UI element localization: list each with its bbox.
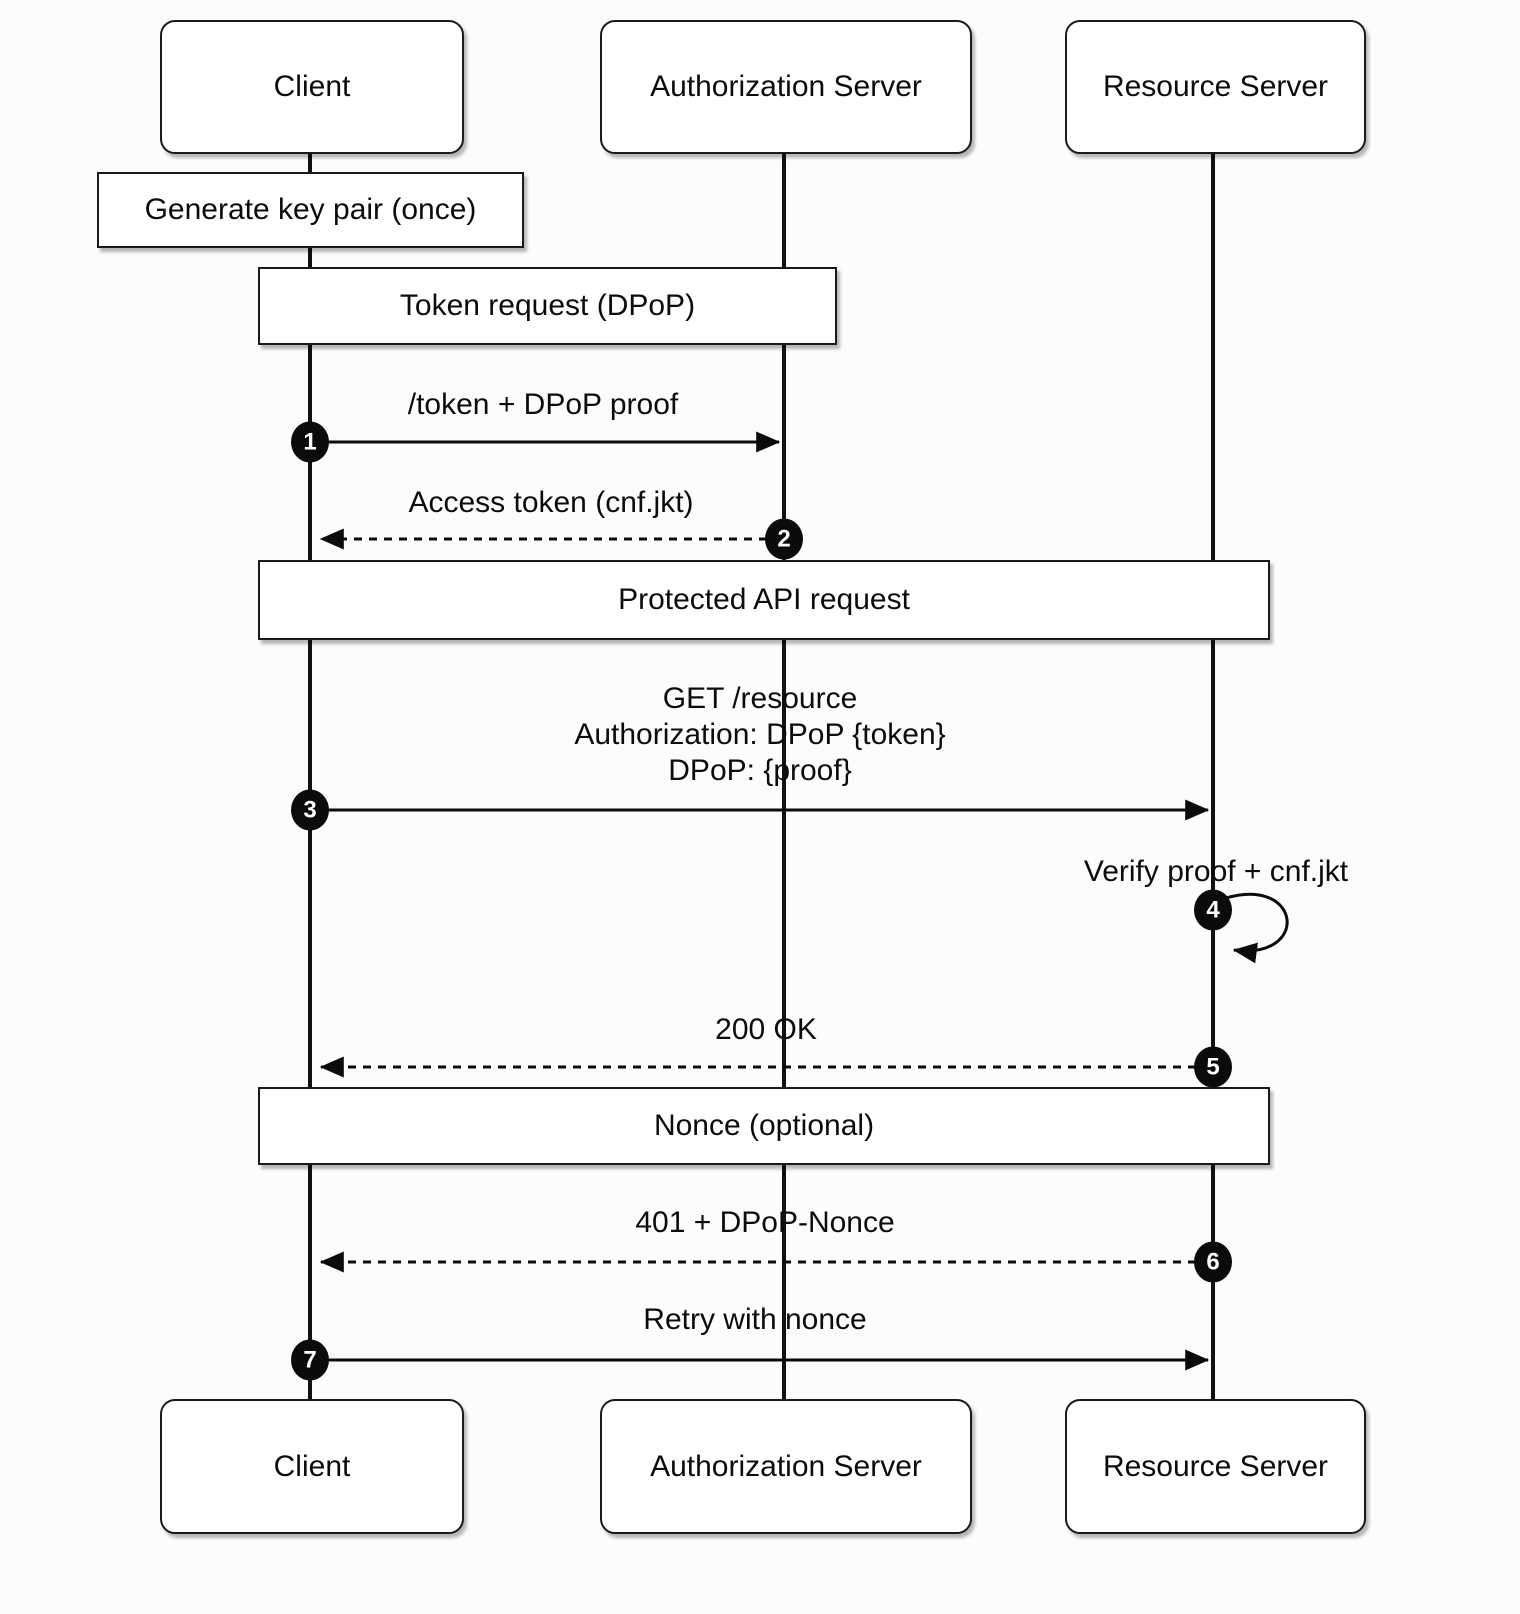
section-nonce-optional: Nonce (optional)	[258, 1087, 1270, 1165]
note-generate-key-pair: Generate key pair (once)	[97, 172, 524, 248]
message-label-get-resource-line-3: DPoP: {proof}	[668, 754, 852, 787]
actor-authorization-server-top-label: Authorization Server	[650, 70, 922, 103]
message-label-token-request: /token + DPoP proof	[407, 388, 679, 421]
message-label-access-token: Access token (cnf.jkt)	[408, 486, 694, 519]
message-label-get-resource: GET /resource Authorization: DPoP {token…	[574, 681, 945, 789]
step-badge-4: 4	[1194, 889, 1232, 931]
section-protected-api-request-label: Protected API request	[618, 583, 910, 616]
section-token-request: Token request (DPoP)	[258, 267, 837, 345]
actor-authorization-server-top: Authorization Server	[600, 20, 972, 154]
step-badge-1: 1	[291, 421, 329, 463]
step-badge-3: 3	[291, 789, 329, 831]
actor-authorization-server-bottom: Authorization Server	[600, 1399, 972, 1534]
actor-client-top-label: Client	[273, 70, 351, 103]
message-label-200-ok: 200 OK	[715, 1013, 817, 1046]
message-label-retry-with-nonce: Retry with nonce	[643, 1303, 867, 1336]
step-badge-2: 2	[765, 518, 803, 560]
arrow-verify-proof-self-loop	[1225, 892, 1289, 964]
actor-client-top: Client	[160, 20, 464, 154]
step-badge-6: 6	[1194, 1241, 1232, 1283]
message-label-get-resource-line-2: Authorization: DPoP {token}	[574, 718, 946, 751]
note-generate-key-pair-label: Generate key pair (once)	[144, 193, 477, 226]
message-label-get-resource-line-1: GET /resource	[662, 682, 858, 715]
message-label-verify-proof: Verify proof + cnf.jkt	[1083, 855, 1349, 888]
section-nonce-optional-label: Nonce (optional)	[653, 1109, 875, 1142]
actor-client-bottom-label: Client	[273, 1449, 351, 1483]
section-protected-api-request: Protected API request	[258, 560, 1270, 640]
step-badge-5: 5	[1194, 1046, 1232, 1088]
actor-authorization-server-bottom-label: Authorization Server	[650, 1449, 922, 1483]
actor-resource-server-bottom-label: Resource Server	[1102, 1449, 1329, 1483]
actor-resource-server-bottom: Resource Server	[1065, 1399, 1366, 1534]
actor-resource-server-top: Resource Server	[1065, 20, 1366, 154]
section-token-request-label: Token request (DPoP)	[399, 289, 696, 322]
message-label-401-dpop-nonce: 401 + DPoP-Nonce	[635, 1206, 895, 1239]
actor-resource-server-top-label: Resource Server	[1102, 70, 1329, 103]
step-badge-7: 7	[291, 1339, 329, 1381]
actor-client-bottom: Client	[160, 1399, 464, 1534]
